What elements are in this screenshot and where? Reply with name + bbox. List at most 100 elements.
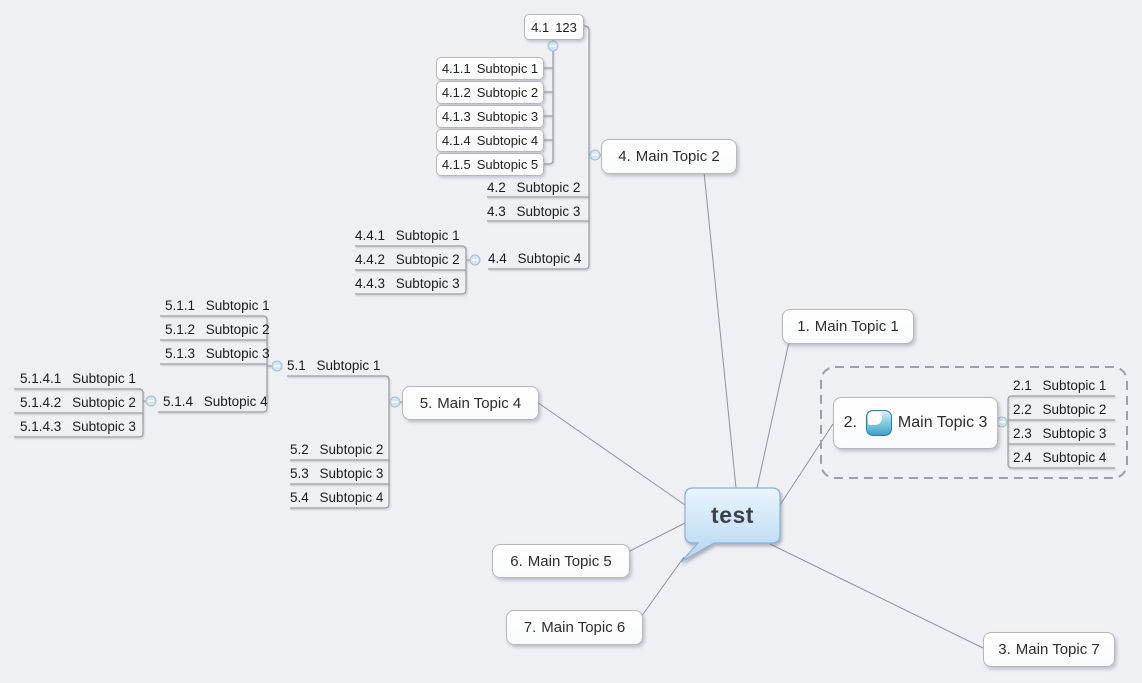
topic-label: Subtopic 3 [516, 204, 581, 219]
subtopic-4-4-1[interactable]: 4.4.1 Subtopic 1 [355, 227, 460, 245]
topic-label: Main Topic 2 [635, 148, 720, 165]
subtopic-5-1-4-2[interactable]: 5.1.4.2 Subtopic 2 [20, 394, 136, 412]
collapse-toggle[interactable] [547, 40, 559, 52]
subtopic-4-1-3[interactable]: 4.1.3 Subtopic 3 [436, 105, 544, 128]
subtopic-5-1-2[interactable]: 5.1.2 Subtopic 2 [165, 321, 270, 339]
topic-number: 2. [843, 414, 857, 431]
collapse-toggle[interactable] [996, 416, 1008, 428]
topic-number: 5.4 [290, 490, 309, 505]
topic-number: 4.4.1 [355, 228, 386, 243]
collapse-toggle[interactable] [589, 149, 601, 161]
topic-main-topic-2[interactable]: 4. Main Topic 2 [601, 139, 737, 174]
topic-number: 5.1.4.3 [20, 419, 62, 434]
subtopic-4-1[interactable]: 4.1 123 [524, 14, 584, 40]
topic-main-topic-4[interactable]: 5. Main Topic 4 [402, 386, 539, 420]
topic-number: 5.1.3 [165, 346, 196, 361]
topic-number: 7. [523, 619, 537, 636]
collapse-toggle[interactable] [389, 396, 401, 408]
subtopic-5-1[interactable]: 5.1 Subtopic 1 [287, 357, 380, 375]
edge-root-main-topic-7 [769, 543, 984, 649]
topic-number: 5.1.2 [165, 322, 196, 337]
topic-label: Subtopic 2 [205, 322, 270, 337]
edge-root-main-topic-1 [756, 341, 790, 489]
subtopic-4-4[interactable]: 4.4 Subtopic 4 [488, 250, 581, 268]
topic-label: Subtopic 2 [1042, 402, 1107, 417]
collapse-toggle[interactable] [271, 360, 283, 372]
topic-number: 4.2 [487, 180, 506, 195]
topic-label: Main Topic 3 [897, 414, 988, 431]
topic-label: Subtopic 1 [72, 371, 136, 386]
collapse-toggle[interactable] [469, 254, 481, 266]
topic-number: 4.1.2 [441, 85, 471, 100]
topic-label: Subtopic 4 [476, 133, 539, 148]
topic-label: Subtopic 1 [316, 358, 381, 373]
subtopic-5-2[interactable]: 5.2 Subtopic 2 [290, 441, 383, 459]
topic-label: Subtopic 3 [72, 419, 136, 434]
topic-number: 1. [797, 318, 810, 335]
topic-number: 5.1.4 [163, 394, 194, 409]
subtopic-4-3[interactable]: 4.3 Subtopic 3 [487, 203, 580, 221]
subtopic-4-4-3[interactable]: 4.4.3 Subtopic 3 [355, 275, 460, 293]
subtopic-4-1-5[interactable]: 4.1.5 Subtopic 5 [436, 153, 544, 176]
subtopic-2-2[interactable]: 2.2 Subtopic 2 [1013, 401, 1106, 419]
subtopic-4-2[interactable]: 4.2 Subtopic 2 [487, 179, 580, 197]
subtopic-5-1-1[interactable]: 5.1.1 Subtopic 1 [165, 297, 270, 315]
subtopic-4-1-2[interactable]: 4.1.2 Subtopic 2 [436, 81, 544, 104]
topic-label: Subtopic 1 [476, 61, 539, 76]
collapse-toggle[interactable] [145, 395, 157, 407]
subtopic-5-3[interactable]: 5.3 Subtopic 3 [290, 465, 383, 483]
topic-main-topic-5[interactable]: 6. Main Topic 5 [492, 544, 630, 578]
subtopic-2-4[interactable]: 2.4 Subtopic 4 [1013, 449, 1106, 467]
central-topic-balloon[interactable] [680, 487, 781, 563]
topic-number: 4.1.4 [441, 133, 471, 148]
topic-number: 5.2 [290, 442, 309, 457]
edge-root-main-topic-2 [703, 171, 737, 489]
topic-number: 5.1 [287, 358, 306, 373]
topic-label: Subtopic 3 [476, 109, 539, 124]
subtopic-2-3[interactable]: 2.3 Subtopic 3 [1013, 425, 1106, 443]
topic-label: Subtopic 1 [205, 298, 270, 313]
subtopic-5-1-4-3[interactable]: 5.1.4.3 Subtopic 3 [20, 418, 136, 436]
topic-number: 5.1.4.1 [20, 371, 62, 386]
topic-label: Main Topic 5 [527, 552, 612, 570]
topic-label: Subtopic 1 [1042, 378, 1107, 393]
topic-number: 4.4.2 [355, 252, 386, 267]
subtopic-5-4[interactable]: 5.4 Subtopic 4 [290, 489, 383, 507]
topic-label: Subtopic 5 [476, 157, 539, 172]
topic-number: 4.4 [488, 251, 507, 266]
topic-number: 4.1.1 [441, 61, 471, 76]
topic-number: 2.1 [1013, 378, 1032, 393]
topic-main-topic-6[interactable]: 7. Main Topic 6 [506, 610, 643, 645]
central-topic[interactable]: test [685, 488, 780, 543]
topic-label: Subtopic 2 [72, 395, 136, 410]
subtopic-2-1[interactable]: 2.1 Subtopic 1 [1013, 377, 1106, 395]
topic-main-topic-7[interactable]: 3. Main Topic 7 [983, 632, 1115, 667]
boundary-main-topic-3[interactable] [820, 366, 1128, 479]
blue-square-marker-icon[interactable] [865, 410, 892, 436]
topic-label: Subtopic 2 [516, 180, 581, 195]
topic-label: Main Topic 6 [541, 619, 626, 636]
topic-number: 3. [998, 641, 1011, 658]
topic-label: Subtopic 3 [1042, 426, 1107, 441]
subtopic-4-4-2[interactable]: 4.4.2 Subtopic 2 [355, 251, 460, 269]
topic-label: Subtopic 4 [1042, 450, 1107, 465]
topic-label: Main Topic 4 [437, 394, 522, 412]
subtopic-4-1-4[interactable]: 4.1.4 Subtopic 4 [436, 129, 544, 152]
subtopic-5-1-3[interactable]: 5.1.3 Subtopic 3 [165, 345, 270, 363]
topic-number: 6. [510, 552, 523, 570]
topic-number: 5. [419, 394, 433, 412]
subtopic-5-1-4-1[interactable]: 5.1.4.1 Subtopic 1 [20, 370, 136, 388]
subtopic-4-1-1[interactable]: 4.1.1 Subtopic 1 [436, 57, 544, 80]
topic-number: 4.1.3 [441, 109, 471, 124]
subtopic-5-1-4[interactable]: 5.1.4 Subtopic 4 [163, 393, 268, 411]
topic-main-topic-3[interactable]: 2. Main Topic 3 [833, 397, 998, 449]
topic-label: Subtopic 2 [395, 252, 460, 267]
topic-label: Main Topic 7 [1015, 641, 1100, 658]
topic-number: 2.3 [1013, 426, 1032, 441]
topic-number: 4.1 [531, 19, 550, 35]
topic-label: Subtopic 3 [319, 466, 384, 481]
topic-label: Subtopic 4 [517, 251, 582, 266]
topic-main-topic-1[interactable]: 1. Main Topic 1 [782, 309, 914, 344]
